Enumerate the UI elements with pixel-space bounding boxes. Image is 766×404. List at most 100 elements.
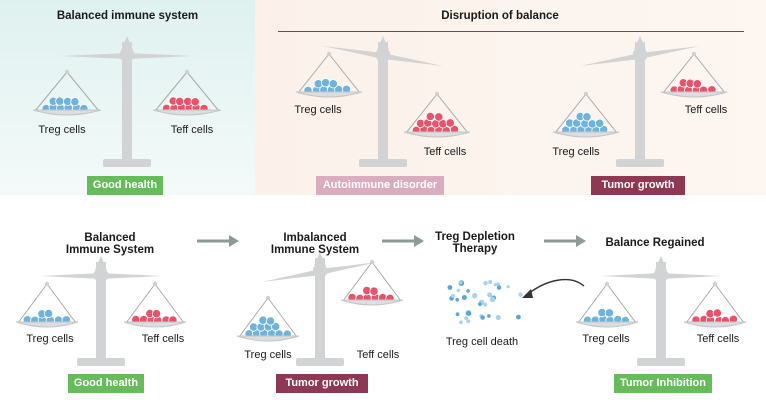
pan-string xyxy=(436,93,469,134)
treg-cells-label: Treg cells xyxy=(294,104,342,116)
pan-string xyxy=(297,53,330,94)
pan-string xyxy=(693,53,726,94)
dying-treg-cell xyxy=(478,302,482,306)
scale-finial xyxy=(655,256,667,270)
teff-cells-label: Teff cells xyxy=(170,124,214,136)
disruption-title: Disruption of balance xyxy=(441,10,559,22)
dying-treg-cell xyxy=(487,314,491,318)
good-health-badge: Good health xyxy=(68,374,144,393)
teff-cells-label: Teff cells xyxy=(356,349,400,361)
balanced-immune-title: Balanced immune system xyxy=(56,10,199,22)
flow-arrow-icon xyxy=(197,235,239,247)
pan-hook xyxy=(326,51,332,57)
pan-hook xyxy=(712,281,718,287)
pan-hook xyxy=(184,69,190,75)
curved-arrow-icon xyxy=(522,278,585,298)
balanced-immune-system-step-title: Balanced Immune System xyxy=(65,232,155,256)
scale-base xyxy=(77,358,125,366)
scale-pan xyxy=(552,131,620,138)
dying-treg-cell xyxy=(450,293,455,298)
pan-string xyxy=(405,93,438,134)
tumor-growth-badge: Tumor growth xyxy=(276,374,368,393)
pan-hook xyxy=(64,69,70,75)
pan-string xyxy=(342,261,373,302)
pan-string xyxy=(125,283,156,324)
pan-hook xyxy=(583,91,589,97)
scale-base xyxy=(616,159,664,167)
dying-treg-cell xyxy=(488,280,493,284)
pan-string xyxy=(34,71,68,112)
flow-arrow-icon xyxy=(544,235,586,247)
dying-treg-cell xyxy=(459,281,463,285)
dying-treg-cell xyxy=(447,285,453,290)
scale-pivot xyxy=(313,266,327,276)
scale-base xyxy=(637,358,685,366)
disruption-divider-line xyxy=(278,31,744,32)
scale-base xyxy=(359,159,407,167)
scale-post xyxy=(122,42,132,167)
scale-post xyxy=(656,262,666,366)
teff-cells-label: Teff cells xyxy=(696,333,740,345)
scale-finial xyxy=(314,252,326,266)
scale-base xyxy=(103,159,151,167)
pan-string xyxy=(154,71,188,112)
dying-treg-cell xyxy=(480,315,485,320)
imbalanced-immune-system-step-title: Imbalanced Immune System xyxy=(270,232,360,256)
scale-pivot xyxy=(376,50,390,60)
pan-hook xyxy=(604,281,610,287)
pan-string xyxy=(371,261,402,302)
dying-treg-cell xyxy=(466,319,471,324)
treg-cells-label: Treg cells xyxy=(552,146,600,158)
treg-depletion-therapy-step-title: Treg Depletion Therapy xyxy=(435,231,515,255)
scale-post xyxy=(96,262,106,366)
treg-cells-label: Treg cells xyxy=(38,124,86,136)
treg-cells-label: Treg cells xyxy=(26,333,74,345)
pan-string xyxy=(154,283,185,324)
dying-treg-cell xyxy=(461,295,467,300)
scale-pan xyxy=(340,299,404,306)
treg-cells-label: Treg cells xyxy=(244,349,292,361)
scale-pivot xyxy=(633,50,647,60)
scale-pan xyxy=(236,335,300,342)
teff-cells-label: Teff cells xyxy=(423,146,467,158)
scale-post xyxy=(635,42,645,167)
scale-pan xyxy=(660,91,728,98)
tumor-inhibition-badge: Tumor Inhibition xyxy=(614,374,712,393)
pan-string xyxy=(66,71,100,112)
scale-pan xyxy=(152,109,222,116)
flow-arrow-icon xyxy=(382,235,424,247)
disruption-panel-background xyxy=(255,0,766,195)
dying-treg-cell xyxy=(455,297,460,302)
scale-pan xyxy=(403,131,471,138)
dying-treg-cell xyxy=(472,293,478,299)
dying-treg-cell xyxy=(483,281,488,286)
dying-treg-cell xyxy=(516,314,521,320)
pan-string xyxy=(577,283,608,324)
tumor-growth-badge: Tumor growth xyxy=(591,176,685,195)
pan-hook xyxy=(369,259,375,265)
pan-string xyxy=(685,283,716,324)
scale-finial xyxy=(377,36,389,50)
teff-cell-cluster xyxy=(131,308,178,326)
pan-string xyxy=(585,93,618,134)
pan-string xyxy=(714,283,745,324)
dying-treg-cell xyxy=(495,314,501,321)
pan-string xyxy=(267,297,298,338)
pan-string xyxy=(186,71,220,112)
autoimmune-disorder-badge: Autoimmune disorder xyxy=(316,176,444,195)
scale-pan xyxy=(683,321,747,328)
dying-treg-cell xyxy=(493,282,498,287)
dying-treg-cell xyxy=(455,312,460,317)
scale-pivot xyxy=(120,50,134,60)
pan-string xyxy=(328,53,361,94)
teff-cells-label: Teff cells xyxy=(684,104,728,116)
scale-post xyxy=(378,42,388,167)
dying-treg-cell xyxy=(459,320,463,325)
scale-finial xyxy=(634,36,646,50)
pan-string xyxy=(46,283,77,324)
dying-treg-cell xyxy=(487,292,493,298)
treg-cell-death-caption: Treg cell death xyxy=(445,336,519,348)
